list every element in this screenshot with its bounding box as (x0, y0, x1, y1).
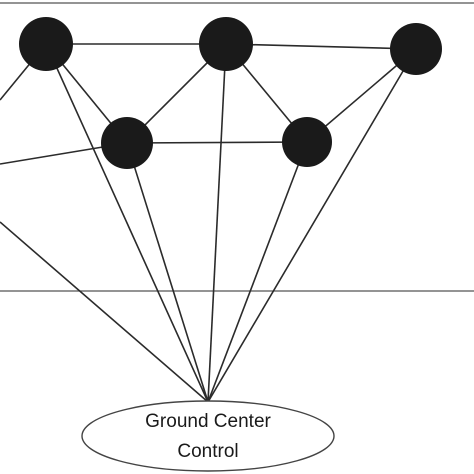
satellite-node-top-left[interactable] (19, 17, 73, 71)
ground-station-ellipse (81, 400, 335, 472)
edge-link-offscreen-bottom (0, 221, 209, 403)
ground-link-top-left (45, 43, 209, 403)
ground-links (45, 43, 417, 403)
satellite-node-middle-left[interactable] (101, 117, 153, 169)
ground-station-label-line2: Control (177, 441, 238, 462)
satellite-node-top-right[interactable] (390, 23, 442, 75)
ground-link-top-right (207, 48, 417, 403)
ground-link-top-middle (207, 43, 227, 403)
satellite-nodes (19, 17, 442, 169)
satellite-node-middle-right[interactable] (282, 117, 332, 167)
link-middle-left-to-middle-right (126, 141, 308, 144)
ground-station-label-line1: Ground Center (145, 411, 271, 432)
ground-station[interactable]: Ground Center Control (81, 400, 335, 472)
ground-link-middle-right (207, 141, 308, 403)
link-top-middle-to-top-right (225, 43, 417, 50)
ground-link-middle-left (126, 142, 209, 403)
satellite-node-top-middle[interactable] (199, 17, 253, 71)
